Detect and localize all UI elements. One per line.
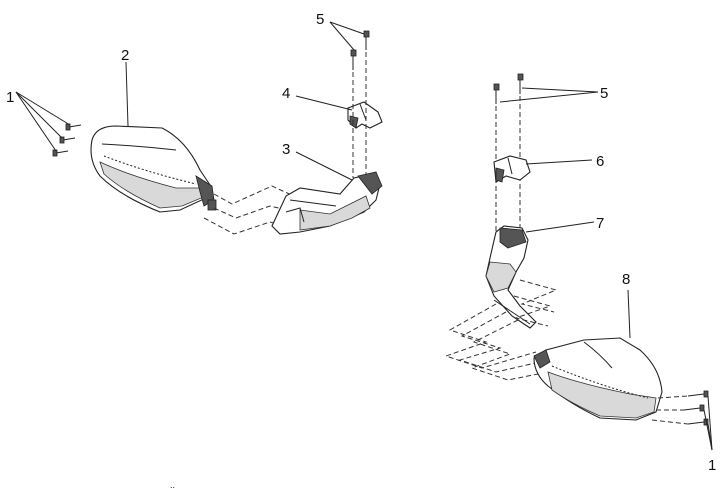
- footer-mark: ..: [170, 480, 175, 490]
- left-screws-part-1: [52, 123, 82, 157]
- alignment-dashes-right: [444, 279, 558, 381]
- screw-left-b: [59, 136, 76, 144]
- leader-line-part-8: [627, 289, 631, 339]
- callout-5-right: 5: [600, 85, 608, 102]
- clamp-left-part-4: [347, 101, 383, 129]
- bolt-top-a: [350, 49, 357, 70]
- bracket-right-part-7: [485, 225, 537, 329]
- bolt-top-b: [363, 30, 370, 50]
- bolts-right-part-5: [493, 73, 524, 104]
- clamp-right-part-6: [493, 155, 531, 183]
- screw-right-a: [687, 390, 709, 398]
- callout-8: 8: [622, 271, 630, 288]
- bracket-left-part-3: [271, 171, 383, 235]
- hand-guard-left-part-2: [90, 125, 217, 213]
- callout-1-left: 1: [6, 89, 14, 106]
- leader-lines-part-5-top: [329, 21, 365, 51]
- bolts-top-part-5: [350, 30, 370, 70]
- screw-right-b: [683, 404, 705, 412]
- screw-left-a: [52, 149, 69, 157]
- bolt-right-b: [517, 73, 524, 94]
- bolt-right-a: [493, 83, 500, 104]
- leader-lines-part-1-left: [15, 91, 71, 152]
- leader-line-part-6: [525, 159, 593, 165]
- leader-line-part-4: [295, 95, 353, 111]
- callout-3: 3: [282, 141, 290, 158]
- right-screws-part-1: [683, 390, 709, 426]
- callout-6: 6: [596, 153, 604, 170]
- screw-left-c: [65, 123, 82, 131]
- hand-guard-right-part-8: [533, 337, 663, 421]
- callout-2: 2: [121, 47, 129, 64]
- vertical-dashes-left: [352, 52, 367, 178]
- leader-line-part-3: [295, 151, 353, 181]
- leader-line-part-7: [525, 221, 595, 233]
- callout-7: 7: [596, 215, 604, 232]
- callout-1-right: 1: [708, 457, 716, 474]
- callout-5-top: 5: [316, 11, 324, 28]
- leader-lines-part-5-right: [499, 87, 599, 103]
- leader-lines-part-1-right: [703, 395, 713, 451]
- screw-right-c: [687, 418, 709, 426]
- leader-line-part-2: [125, 61, 129, 127]
- screw-dashes-right: [651, 395, 689, 425]
- callout-4: 4: [282, 85, 290, 102]
